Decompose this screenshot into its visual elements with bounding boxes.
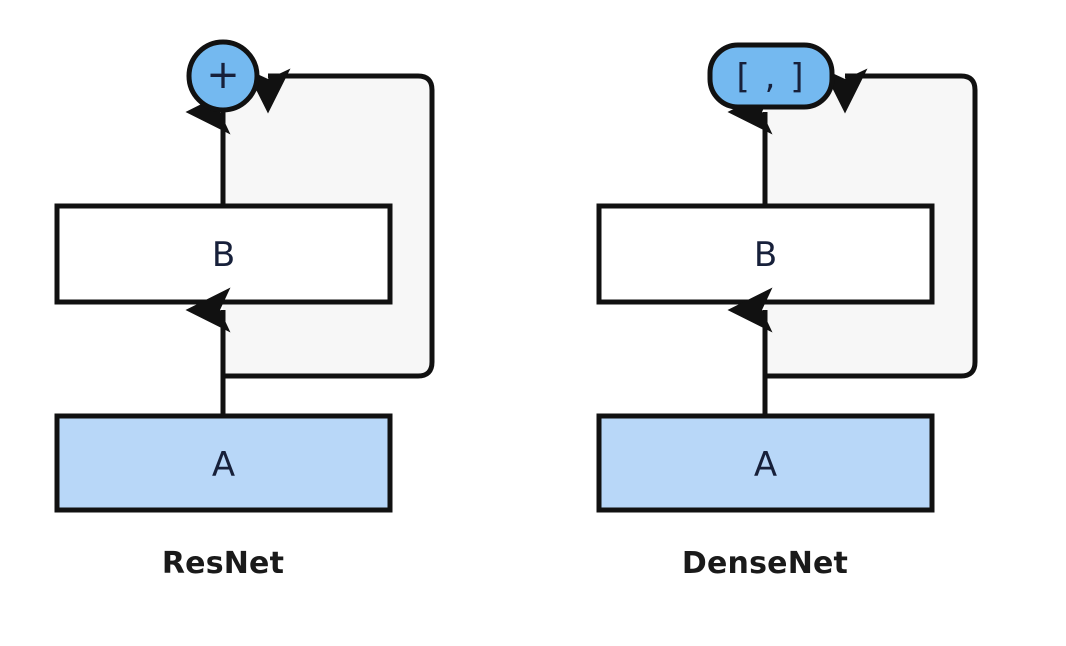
densenet-skip-connection (765, 68, 978, 379)
resnet-block-b-label: B (212, 235, 235, 275)
densenet-block-a[interactable]: A (596, 413, 935, 513)
resnet-merge-symbol: + (206, 52, 240, 98)
densenet-block-b-rect (596, 203, 935, 305)
resnet-block-a-label: A (212, 445, 235, 485)
densenet-merge-pill (707, 42, 835, 110)
panel-label-densenet: DenseNet (681, 546, 849, 581)
resnet-skip-connection (223, 68, 435, 379)
panel-densenet: A B [ , ] (596, 42, 978, 513)
densenet-merge-node-concat[interactable]: [ , ] (707, 42, 835, 110)
densenet-block-b[interactable]: B (596, 203, 935, 305)
resnet-merge-node-add[interactable]: + (186, 39, 260, 113)
resnet-block-b[interactable]: B (54, 203, 393, 305)
densenet-block-a-label: A (754, 445, 777, 485)
densenet-block-a-rect (596, 413, 935, 513)
resnet-block-b-rect (54, 203, 393, 305)
panel-label-resnet: ResNet (161, 546, 285, 581)
resnet-block-a[interactable]: A (54, 413, 393, 513)
densenet-block-b-label: B (754, 235, 777, 275)
densenet-merge-symbol: [ , ] (737, 57, 806, 97)
panel-resnet: A B + (54, 39, 435, 513)
resnet-merge-circle (186, 39, 260, 113)
